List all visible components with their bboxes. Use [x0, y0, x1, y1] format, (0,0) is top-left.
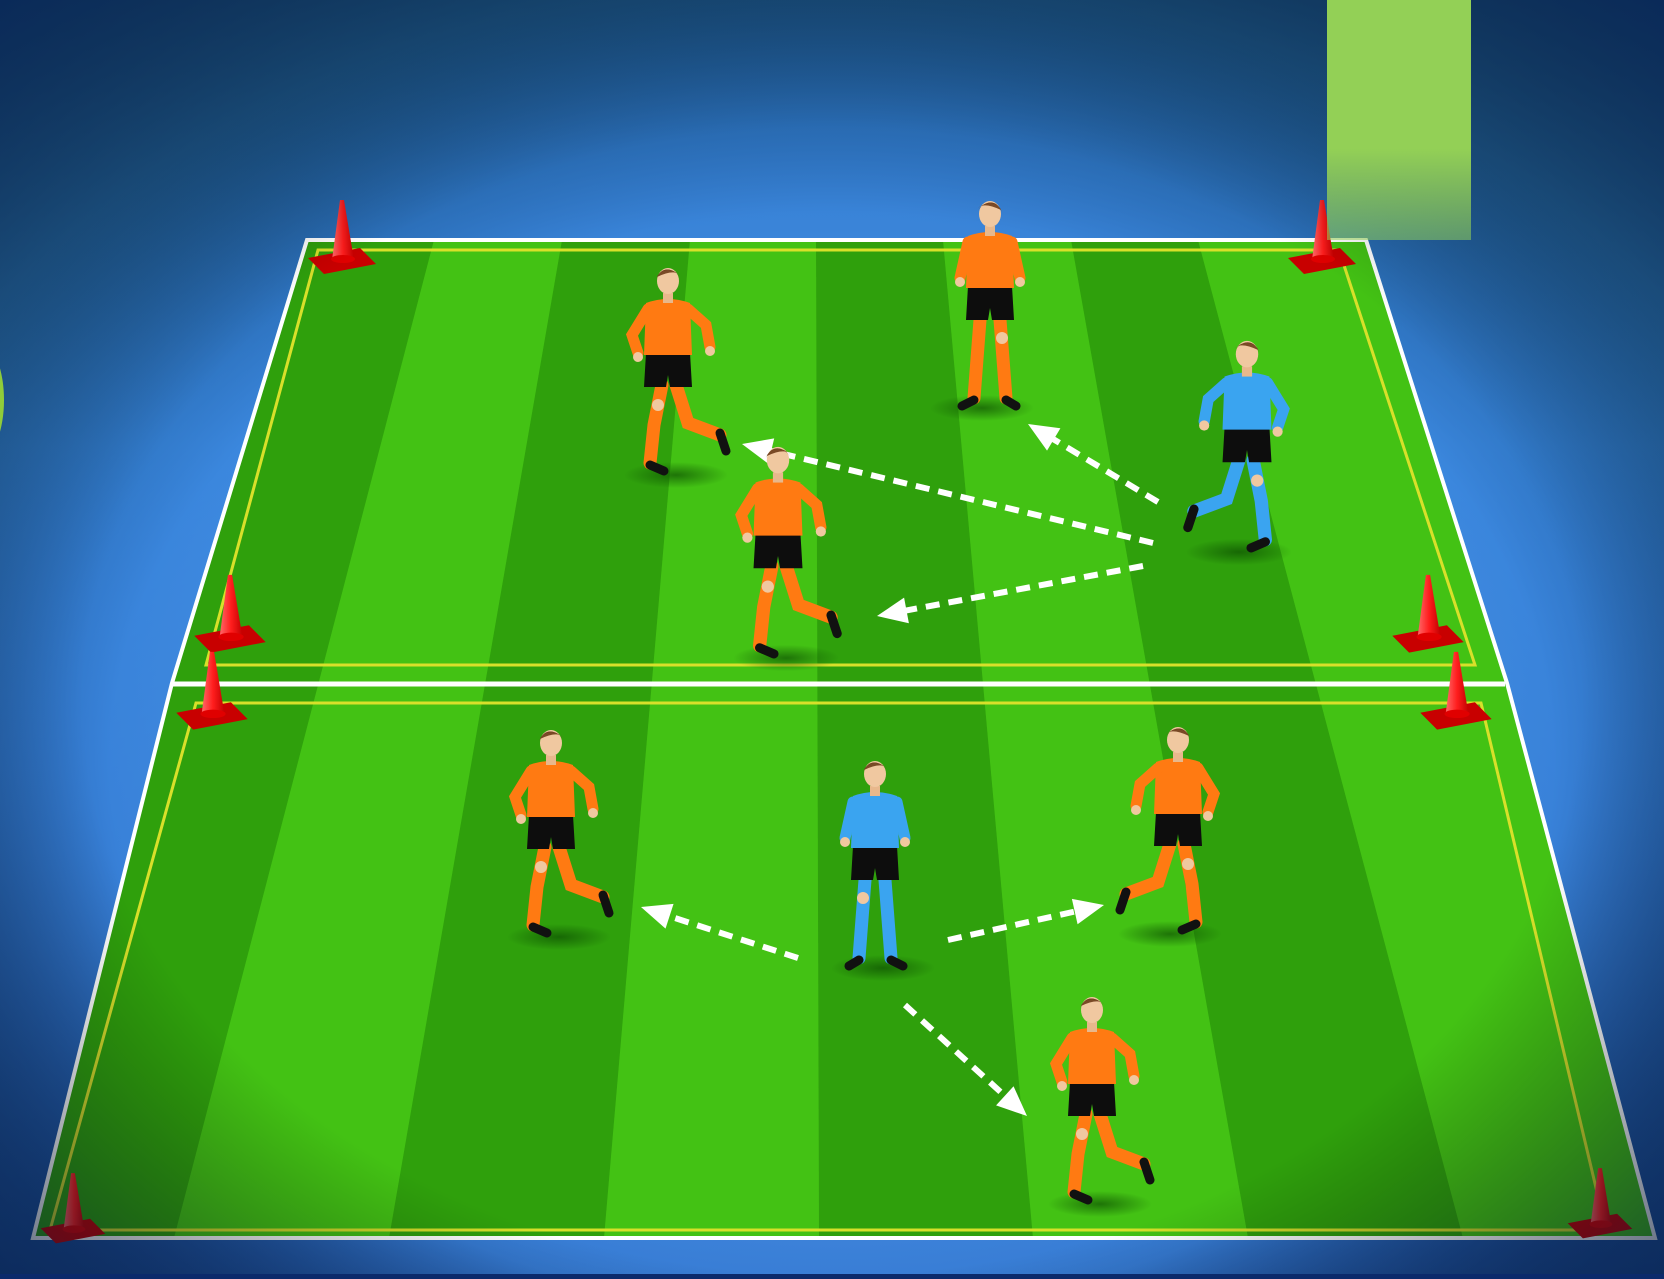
accent-tab	[1327, 0, 1471, 240]
edge-blob	[0, 345, 4, 455]
